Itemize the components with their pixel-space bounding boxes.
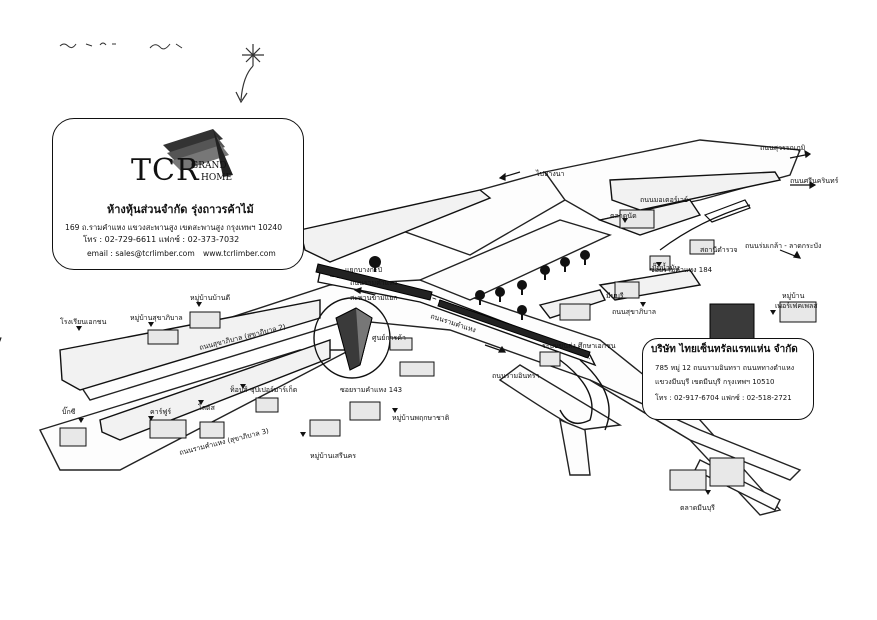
- label-village-sukhapiban: หมู่บ้านสุขาภิบาล: [130, 314, 183, 322]
- tcr-location-marker: [313, 297, 391, 379]
- label-ramindra: ถนนรามอินทรา: [492, 372, 539, 380]
- logo-sub-home: HOME: [201, 173, 233, 183]
- label-srinakarin: ถนนศรีนครินทร์: [790, 177, 839, 185]
- buildings: [0, 209, 817, 491]
- tcr-web: www.tcrlimber.com: [203, 249, 276, 258]
- label-school: โรงเรียนเอกชน: [60, 317, 107, 326]
- label-lotus: โลตัส: [198, 403, 216, 412]
- label-village-baandee: หมู่บ้านบ้านดี: [190, 294, 230, 302]
- pointer-markers: [76, 218, 776, 495]
- label-minburi-market: ตลาดมีนบุรี: [680, 504, 715, 512]
- thai-company-name: บริษัท ไทยเซ็นทรัลแรทแห่น จำกัด: [651, 344, 798, 355]
- label-bigc: บิ๊กซี: [62, 406, 76, 416]
- label-bridge: สะพานข้ามแยก: [350, 294, 398, 302]
- marker-star-icon: [235, 44, 264, 104]
- label-soi184: ซอยรามคำแหง 184: [650, 266, 713, 274]
- label-center: ศูนย์การค้า: [372, 334, 406, 342]
- label-bus: ระบบขนส่ง ศึกษาเอกชน: [542, 341, 616, 350]
- thai-address-2: แขวงมีนบุรี เขตมีนบุรี กรุงเทพฯ 10510: [655, 378, 775, 386]
- label-tops: ท็อปส์ ซุปเปอร์มาร์เก็ต: [230, 385, 298, 394]
- handwriting-scribble: [59, 42, 183, 50]
- label-suvarna: ถนนสุวรรณภูมิ: [760, 144, 805, 152]
- tcr-phone: โทร : 02-729-6611 แฟกซ์ : 02-373-7032: [83, 235, 240, 244]
- label-village-pruksa: หมู่บ้านพฤกษาชาติ: [392, 414, 450, 422]
- label-ram-suk: ถนนสุขาภิบาล: [612, 308, 656, 316]
- label-village-perfect: หมู่บ้าน: [782, 292, 805, 300]
- tree-icons: [369, 250, 590, 320]
- logo-sub-grand: GRAND: [191, 161, 227, 171]
- label-kapi: แยกบางกะปิ: [345, 266, 383, 274]
- label-ram: ถนนรามคำแหง: [350, 279, 397, 287]
- tcr-email: email : sales@tcrlimber.com: [87, 249, 195, 258]
- thai-central-info-box: บริษัท ไทยเซ็นทรัลแรทแห่น จำกัด 785 หมู่…: [642, 338, 814, 420]
- label-minburi: มีนบุรี: [606, 292, 624, 300]
- tcr-info-box: TCR GRAND HOME ห้างหุ้นส่วนจำกัด รุ่งถาว…: [52, 118, 304, 270]
- thai-phone: โทร : 02-917-6704 แฟกซ์ : 02-518-2721: [655, 394, 792, 402]
- direction-arrows: [353, 149, 817, 353]
- tcr-company-name: ห้างหุ้นส่วนจำกัด รุ่งถาวรค้าไม้: [107, 203, 254, 216]
- label-petrol: ปั๊มน้ำมัน: [652, 261, 679, 272]
- tcr-address: 169 ถ.รามคำแหง แขวงสะพานสูง เขตสะพานสูง …: [65, 223, 283, 232]
- label-lat-krabang: ถนนร่มเกล้า - ลาดกระบัง: [745, 242, 821, 250]
- road-strips: [315, 263, 591, 359]
- label-police: สถานีตำรวจ: [700, 246, 738, 254]
- label-soi143: ซอยรามคำแหง 143: [340, 386, 402, 394]
- label-market: ตลาดนัด: [610, 212, 637, 220]
- label-village-serinakorn: หมู่บ้านเสรีนคร: [310, 452, 356, 460]
- logo-main-text: TCR: [131, 153, 200, 188]
- label-village-perfect-2: เพอร์เฟคเพลส: [775, 302, 818, 310]
- label-carrefour: คาร์ฟูร์: [150, 408, 171, 416]
- thai-address-1: 785 หมู่ 12 ถนนรามอินทรา ถนนหทางตำแหง: [655, 364, 795, 372]
- tcr-logo-icon: [163, 129, 233, 177]
- label-bangna: ไปบางนา: [535, 169, 565, 178]
- label-motorway: ถนนมอเตอร์เวย์: [640, 196, 688, 204]
